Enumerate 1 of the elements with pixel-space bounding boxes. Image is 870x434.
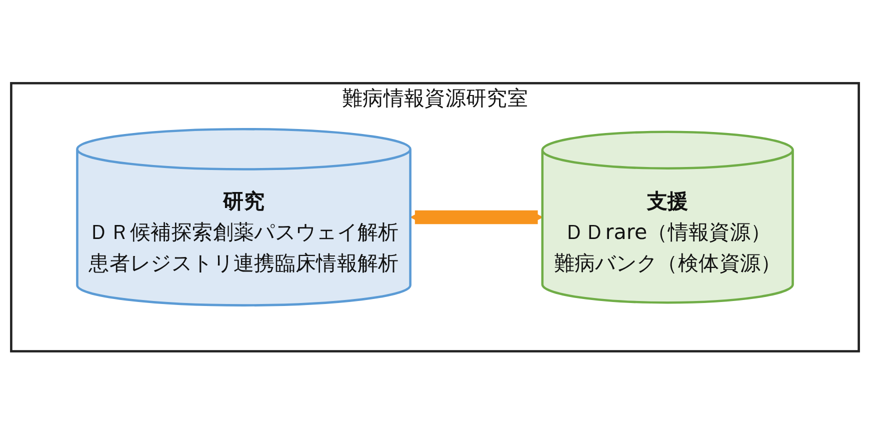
arrow <box>410 210 543 224</box>
